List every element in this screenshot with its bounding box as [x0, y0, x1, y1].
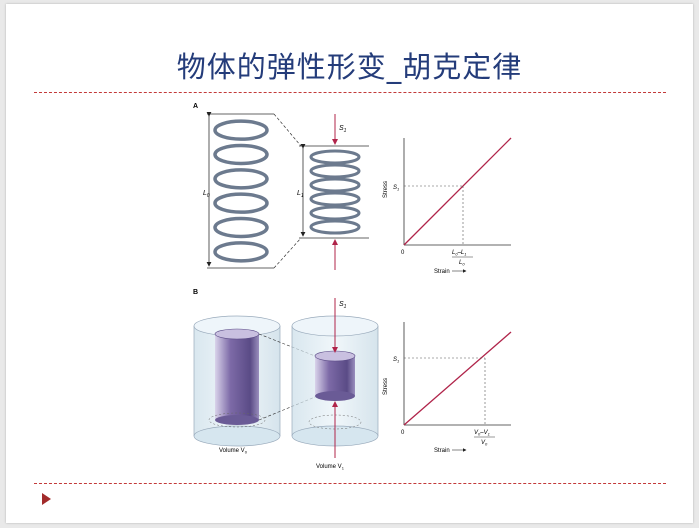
stress-label-a: S1: [339, 125, 347, 134]
spring-coil: [309, 163, 361, 179]
spring-compressed: [299, 114, 369, 270]
panel-b-label: B: [193, 289, 198, 296]
stress-strain-graph-a: Stress S1 0 L0–L1 L0 Strain: [383, 137, 512, 275]
spring-coil: [213, 143, 269, 166]
top-divider: [34, 92, 666, 93]
y-tick-b: S1: [393, 357, 399, 364]
bottom-divider: [34, 483, 666, 484]
slide-title: 物体的弹性形变_胡克定律: [176, 50, 523, 84]
cylinder-compressed: [291, 298, 379, 458]
slide: 物体的弹性形变_胡克定律 A: [6, 4, 693, 523]
spring-coil: [213, 241, 269, 263]
spring-coil: [309, 191, 361, 207]
volume-compressed-label: Volume V1: [316, 464, 345, 471]
y-tick-a: S1: [393, 185, 399, 192]
x-tick-a-den: L0: [459, 260, 465, 267]
spring-coil: [309, 219, 361, 235]
x-tick-b-num: V0–V1: [474, 430, 490, 437]
next-slide-icon[interactable]: [42, 493, 51, 505]
stress-label-b: S1: [339, 301, 347, 310]
spring-coil: [309, 205, 361, 221]
series-line-b: [403, 331, 512, 426]
stress-strain-graph-b: Stress S1 0 V0–V1 V0 Strain: [383, 322, 512, 454]
spring-coil: [309, 177, 361, 193]
cylinder-original: [193, 315, 281, 447]
origin-a: 0: [401, 250, 405, 256]
x-axis-label-b: Strain: [434, 448, 450, 454]
series-line-a: [403, 137, 512, 246]
x-tick-b-den: V0: [481, 440, 488, 447]
spring-original: [206, 112, 274, 269]
spring-coil: [213, 119, 269, 141]
hookes-law-figure: A L0 L1 S1 Stress: [193, 103, 512, 471]
spring-coil: [309, 149, 361, 165]
y-axis-label-a: Stress: [383, 181, 389, 198]
x-tick-a-num: L0–L1: [452, 250, 467, 257]
spring-coil: [213, 168, 269, 190]
y-axis-label-b: Stress: [383, 378, 389, 395]
length-compressed-label: L1: [297, 190, 304, 199]
origin-b: 0: [401, 430, 405, 436]
x-axis-label-a: Strain: [434, 269, 450, 275]
spring-coil: [213, 192, 269, 214]
spring-coil: [213, 216, 269, 239]
length-original-label: L0: [203, 190, 210, 199]
volume-original-label: Volume V0: [219, 448, 248, 455]
panel-a-label: A: [193, 103, 198, 110]
